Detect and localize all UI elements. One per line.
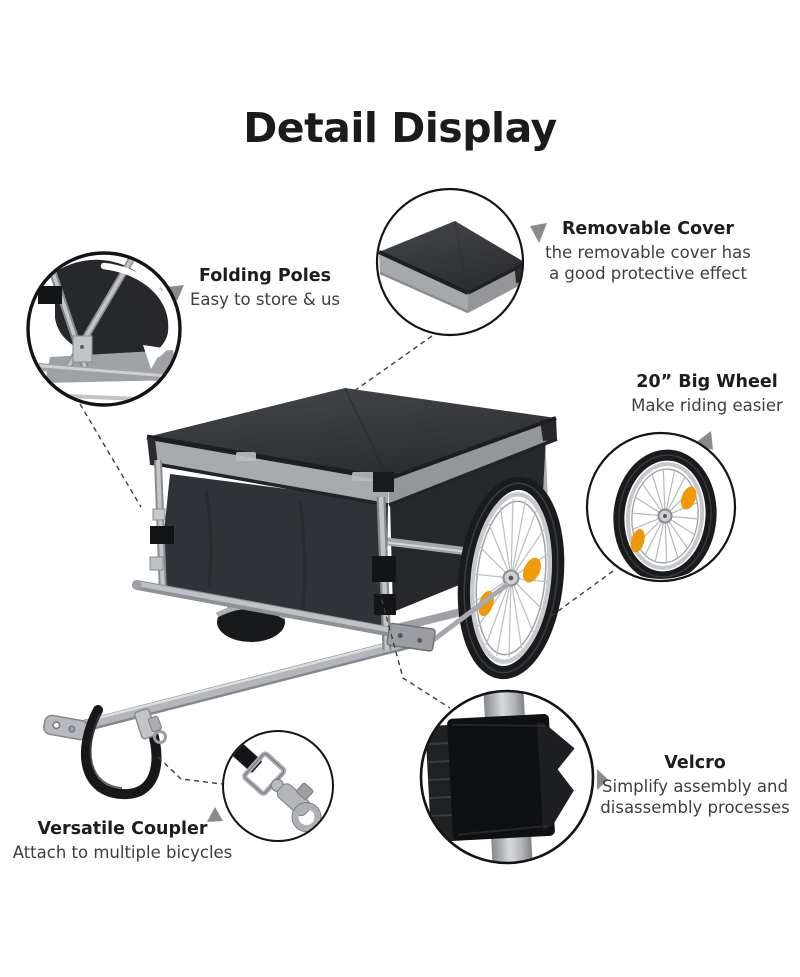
connector-folding-poles — [79, 403, 142, 508]
cover-band-right — [388, 418, 557, 506]
hitch-plate — [43, 714, 90, 741]
detail-circle-folding-poles — [26, 251, 182, 407]
spoke — [508, 577, 512, 658]
spoke — [654, 515, 666, 562]
strap-clip — [134, 708, 167, 744]
pole-clamp — [38, 286, 62, 304]
cover-top — [379, 221, 522, 293]
removable-cover — [146, 387, 558, 507]
callout-line: disassembly processes — [600, 797, 790, 817]
cover-band-front — [147, 437, 388, 506]
spoke — [664, 470, 676, 517]
towbar-mount-plate — [386, 622, 436, 652]
spoke — [499, 507, 512, 579]
pole-velcro-strap — [150, 526, 174, 544]
callout-removable-cover: Removable Cover the removable cover has … — [533, 219, 763, 284]
callout-velcro: Velcro Simplify assembly and disassembly… — [590, 753, 800, 818]
connector-coupler — [157, 756, 223, 785]
callout-heading: Removable Cover — [561, 219, 735, 239]
pointer-triangle-coupler — [207, 807, 223, 822]
spoke — [485, 577, 512, 646]
detail-circle-removable-cover — [375, 187, 525, 337]
callout-line: a good protective effect — [549, 263, 747, 283]
spoke — [488, 523, 512, 579]
callout-heading: Versatile Coupler — [37, 819, 208, 839]
main-wheel — [457, 476, 565, 680]
fold-direction-arrow-icon — [100, 262, 175, 369]
left-pole — [149, 459, 174, 595]
spoke — [510, 510, 537, 579]
box-right-face — [390, 434, 546, 612]
detail-circle-big-wheel — [585, 431, 737, 583]
callout-versatile-coupler: Versatile Coupler Attach to multiple bic… — [10, 819, 235, 864]
spoke — [510, 500, 527, 579]
spoke-reflector — [630, 529, 645, 553]
spoke — [495, 577, 512, 656]
pointer-triangle-cover — [530, 223, 547, 243]
spoke — [510, 577, 523, 649]
cover-side-band — [379, 252, 468, 313]
connector-removable-cover — [339, 335, 433, 402]
velcro-strap-wrap — [447, 713, 555, 841]
connector-big-wheel — [549, 570, 614, 618]
spoke — [510, 498, 514, 579]
spoke — [664, 515, 668, 563]
corner-pole — [372, 472, 396, 651]
bottom-left-rail — [132, 580, 397, 637]
page-title: Detail Display — [243, 104, 557, 152]
detail-circle-velcro — [419, 689, 595, 865]
wheel-spokes — [474, 498, 548, 658]
callout-line: Simplify assembly and — [602, 777, 788, 796]
callout-line: the removable cover has — [545, 243, 751, 262]
folded-fabric — [55, 259, 171, 357]
pole-velcro-strap — [372, 556, 396, 582]
spoke-reflector — [680, 486, 697, 510]
velcro-flap — [537, 722, 575, 831]
callout-line: Easy to store & us — [189, 290, 341, 309]
callout-line: Make riding easier — [631, 396, 783, 415]
detail-circle-coupler — [222, 730, 334, 842]
pointer-triangle-folding — [167, 285, 184, 301]
safety-strap — [81, 705, 162, 800]
pole-velcro-strap — [374, 594, 396, 615]
callout-big-wheel: 20” Big Wheel Make riding easier — [602, 372, 800, 417]
callout-heading: 20” Big Wheel — [636, 372, 778, 392]
callout-heading: Velcro — [664, 753, 726, 773]
spoke — [510, 529, 545, 579]
callout-connectors — [79, 335, 614, 785]
callout-folding-poles: Folding Poles Easy to store & us — [160, 266, 370, 311]
spoke-reflector — [522, 557, 541, 583]
cargo-trailer — [43, 387, 565, 800]
callout-line: Attach to multiple bicycles — [12, 843, 233, 862]
connector-velcro — [376, 581, 451, 709]
tow-bar — [43, 634, 426, 800]
pointer-triangle-velcro — [597, 769, 608, 790]
box-front-face — [158, 474, 388, 634]
wheel-fork — [430, 582, 510, 643]
wheel-rim — [469, 492, 553, 664]
spoke — [662, 469, 666, 517]
spoke — [510, 577, 534, 633]
callout-heading: Folding Poles — [198, 266, 331, 286]
